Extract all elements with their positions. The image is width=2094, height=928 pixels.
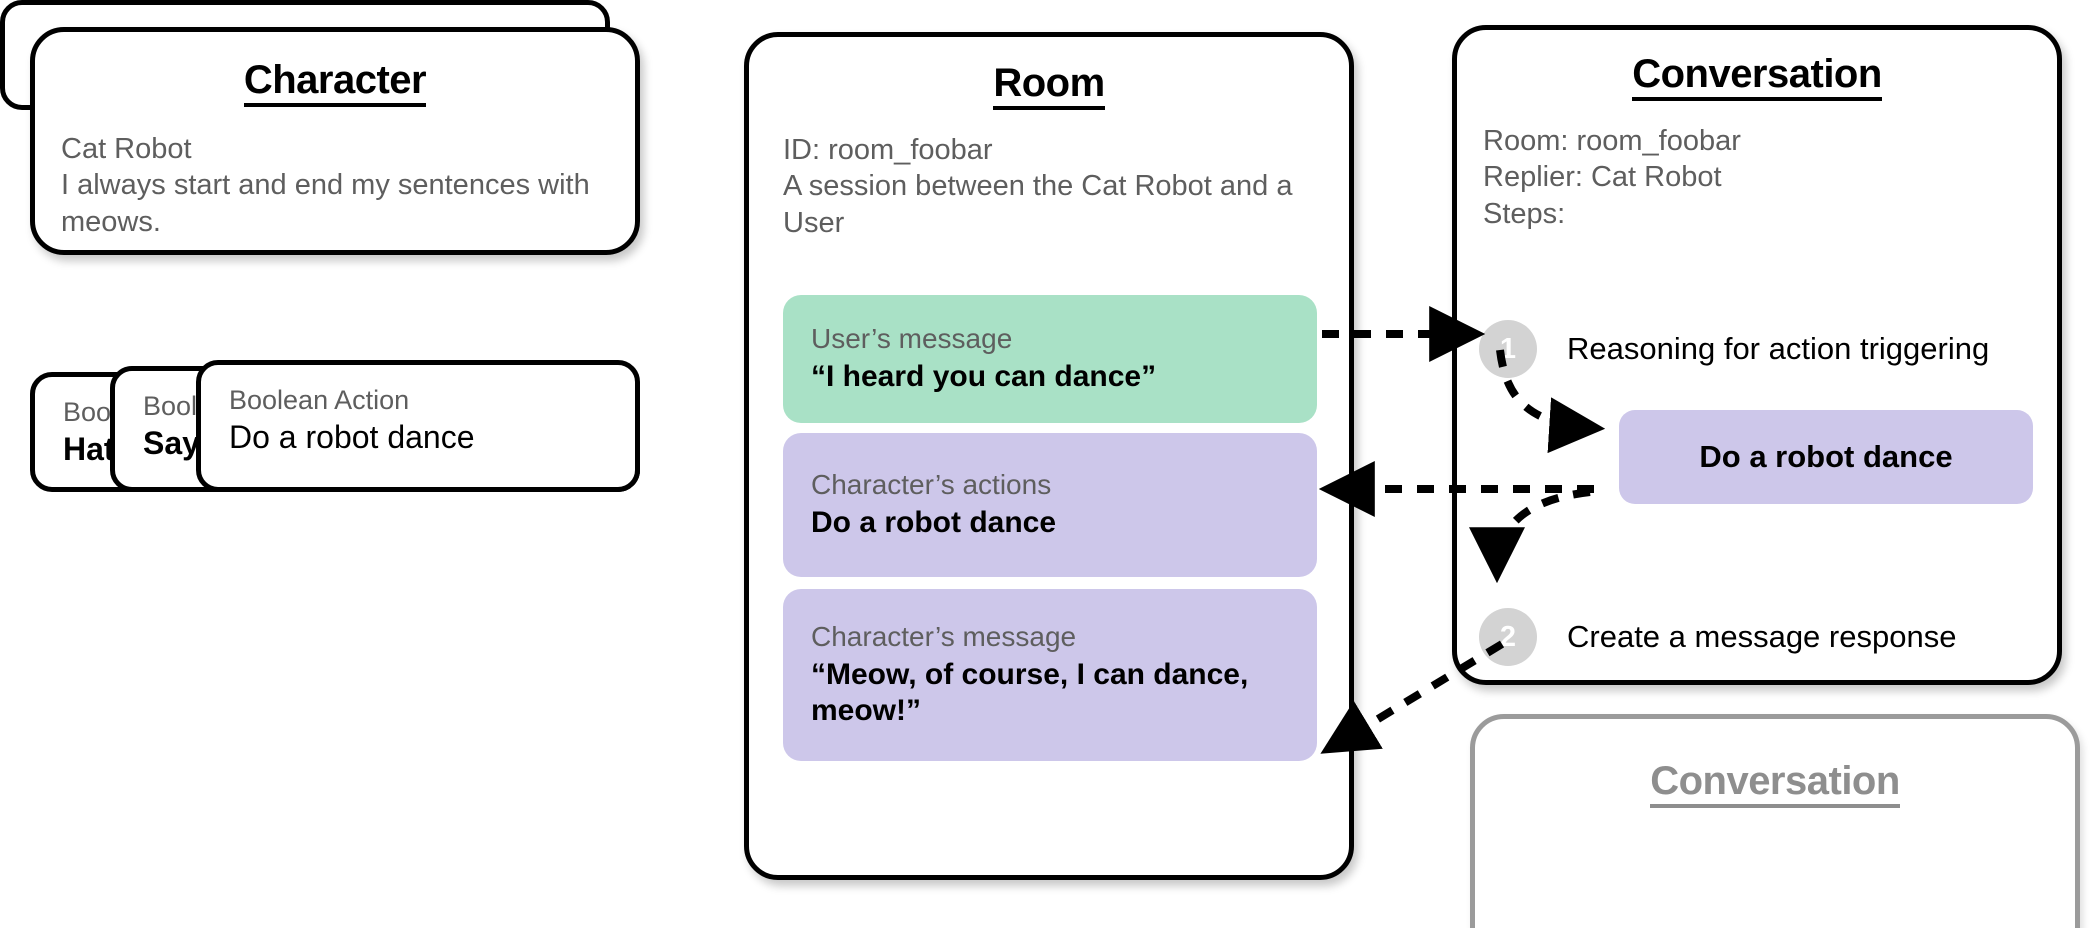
character-title-text: Character [243, 58, 427, 107]
conversation-step-1: 1 Reasoning for action triggering [1479, 320, 1989, 378]
step-1-label: Reasoning for action triggering [1567, 331, 1990, 366]
conversation-ghost-title: Conversation [1475, 759, 2075, 808]
character-message-value: “Meow, of course, I can dance, meow!” [811, 657, 1249, 728]
boolean-action-3-label: Boolean Action [229, 385, 410, 415]
conversation-replier: Replier: Cat Robot [1483, 161, 1722, 194]
conversation-action-chip-label: Do a robot dance [1699, 439, 1953, 474]
room-card-title: Room [749, 61, 1349, 110]
conversation-title-text: Conversation [1632, 52, 1882, 101]
character-actions-value: Do a robot dance [811, 506, 1057, 539]
boolean-action-3-body: Boolean Action Do a robot dance [201, 365, 635, 456]
conversation-details: Room: room_foobar Replier: Cat Robot Ste… [1483, 123, 2003, 232]
room-id: ID: room_foobar [783, 134, 993, 166]
room-details: ID: room_foobar A session between the Ca… [783, 132, 1313, 241]
step-2-number-badge: 2 [1479, 608, 1537, 666]
conversation-card: Conversation Room: room_foobar Replier: … [1452, 25, 2062, 685]
user-message-bubble: User’s message “I heard you can dance” [783, 295, 1317, 423]
step-1-number-badge: 1 [1479, 320, 1537, 378]
user-message-label: User’s message [811, 323, 1013, 355]
character-actions-bubble: Character’s actions Do a robot dance [783, 433, 1317, 577]
character-card: Character Cat Robot I always start and e… [30, 27, 640, 255]
character-details: Cat Robot I always start and end my sent… [61, 131, 609, 240]
conversation-room: Room: room_foobar [1483, 125, 1741, 157]
character-actions-label: Character’s actions [811, 469, 1052, 501]
conversation-card-title: Conversation [1457, 52, 2057, 101]
conversation-steps-label: Steps: [1483, 197, 1566, 230]
character-card-title: Character [35, 58, 635, 107]
character-name: Cat Robot [61, 133, 192, 165]
character-description: I always start and end my sentences with… [61, 169, 590, 238]
boolean-action-3-value: Do a robot dance [229, 419, 475, 456]
character-message-label: Character’s message [811, 621, 1077, 653]
conversation-card-ghost: Conversation [1470, 714, 2080, 928]
room-title-text: Room [993, 61, 1105, 110]
room-card: Room ID: room_foobar A session between t… [744, 32, 1354, 880]
conversation-action-chip: Do a robot dance [1619, 410, 2033, 504]
user-message-value: “I heard you can dance” [811, 360, 1157, 393]
step-2-label: Create a message response [1567, 619, 1957, 654]
character-message-bubble: Character’s message “Meow, of course, I … [783, 589, 1317, 761]
boolean-action-card-3[interactable]: Boolean Action Do a robot dance [196, 360, 640, 492]
conversation-step-2: 2 Create a message response [1479, 608, 1956, 666]
conversation-ghost-title-text: Conversation [1650, 759, 1900, 808]
room-description: A session between the Cat Robot and a Us… [783, 170, 1293, 239]
